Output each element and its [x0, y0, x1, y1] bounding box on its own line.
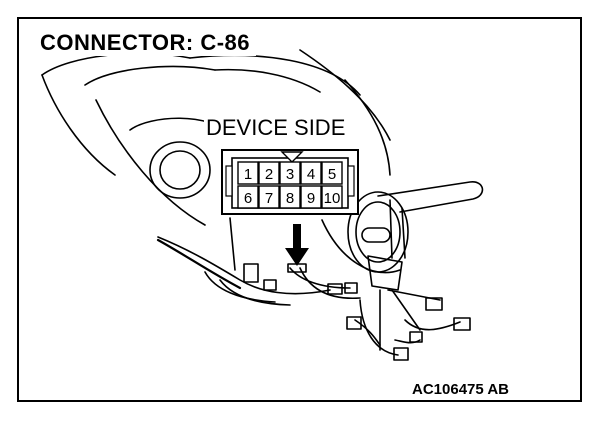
pin-number: 9: [307, 190, 315, 207]
pin-number: 4: [307, 166, 315, 183]
pin-numbers: 1 2 3 4 5 6 7 8 9 10: [244, 166, 341, 207]
pin-number: 6: [244, 190, 252, 207]
page-title: CONNECTOR: C-86: [38, 30, 257, 56]
connector-pin-grid: [237, 161, 343, 209]
down-arrow-icon: [285, 224, 309, 266]
pin-number: 10: [324, 190, 341, 207]
device-side-label: DEVICE SIDE: [204, 115, 348, 141]
pin-number: 8: [286, 190, 294, 207]
pin-number: 1: [244, 166, 252, 183]
pin-number: 5: [328, 166, 336, 183]
reference-code: AC106475 AB: [410, 381, 511, 398]
pin-number: 2: [265, 166, 273, 183]
pin-number: 3: [286, 166, 294, 183]
pin-number: 7: [265, 190, 273, 207]
